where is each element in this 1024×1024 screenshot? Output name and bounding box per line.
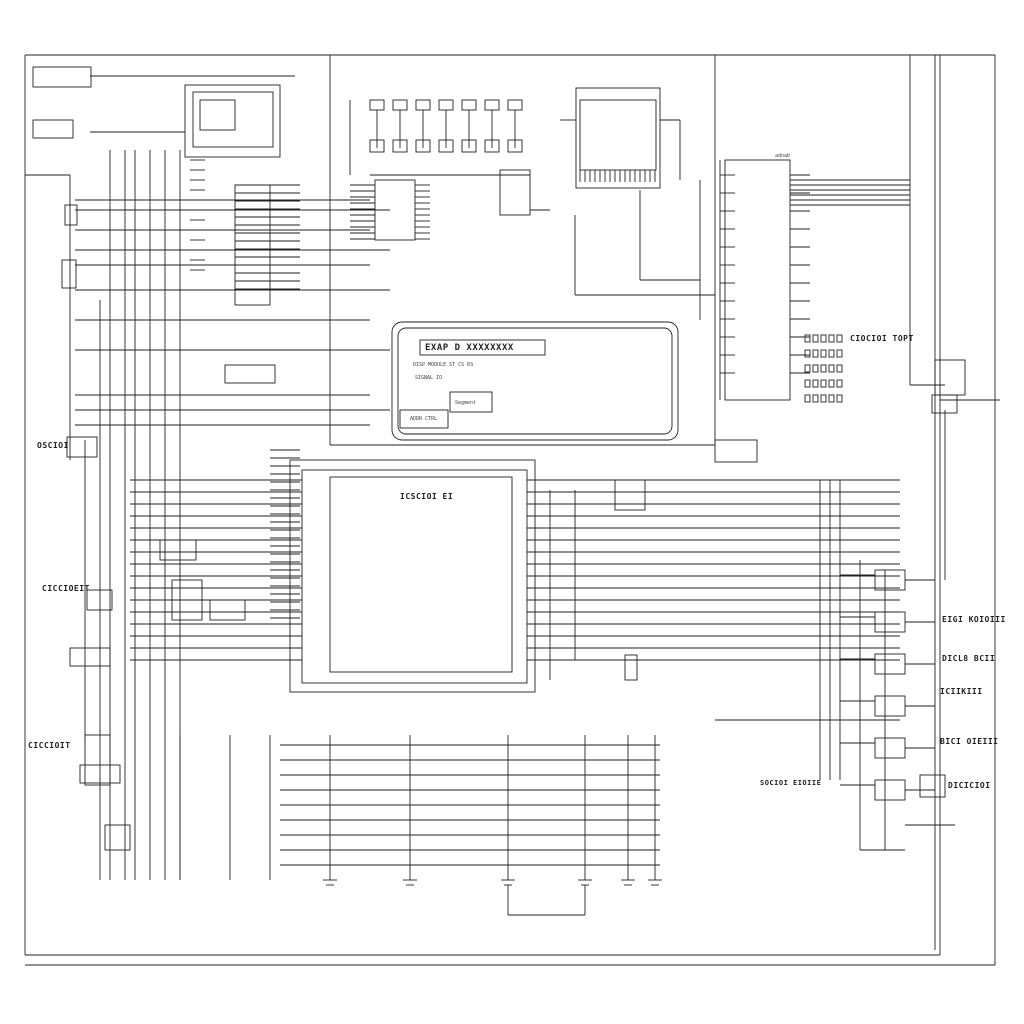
led (812, 334, 819, 343)
center-chip-label: ICSCIOI EI (400, 492, 454, 501)
component (624, 654, 638, 681)
connector (61, 259, 77, 289)
transistor (392, 139, 408, 153)
lcd-outline (391, 321, 679, 441)
right-label-4: BICI OIEIII (940, 737, 999, 746)
led (836, 364, 843, 373)
bottom-right-label: SOCIOI EIOIIE (760, 779, 822, 787)
led (820, 364, 827, 373)
left-label-1: OSCIOI (37, 441, 69, 450)
chip-package (575, 87, 661, 189)
connector (159, 539, 197, 561)
transistor (415, 139, 431, 153)
logic-gate (874, 653, 906, 675)
logic-gate (874, 569, 906, 591)
led (820, 334, 827, 343)
led (804, 394, 811, 403)
top-right-label: adnab (775, 153, 791, 159)
logic-gate (874, 695, 906, 717)
connector (931, 394, 958, 414)
ic (104, 824, 131, 851)
label-box (224, 364, 276, 384)
logic-gate (874, 779, 906, 801)
lcd-segment-box (449, 391, 493, 413)
mcu-inner (329, 476, 513, 673)
driver-label (369, 99, 385, 111)
right-label-3: ICIIKIII (940, 687, 983, 696)
logic-gate (874, 737, 906, 759)
led (812, 349, 819, 358)
lcd-line1-label: DISP MODULE ST CS RS (413, 362, 474, 368)
led (820, 349, 827, 358)
led (812, 379, 819, 388)
led (804, 349, 811, 358)
led (820, 379, 827, 388)
logic-gate (874, 611, 906, 633)
transistor (438, 139, 454, 153)
chip-inner (579, 99, 657, 171)
right-label-2: DICL8 BCII (942, 654, 996, 663)
led (812, 364, 819, 373)
connector (69, 647, 111, 667)
resistor (64, 204, 78, 226)
ic (199, 99, 236, 131)
led (828, 334, 835, 343)
driver-label (484, 99, 500, 111)
module-box (184, 84, 281, 158)
led (828, 364, 835, 373)
led (820, 394, 827, 403)
led (804, 379, 811, 388)
led (812, 394, 819, 403)
connector-box (32, 119, 74, 139)
lcd-header-label: EXAP D XXXXXXXX (425, 343, 514, 353)
ic-column (724, 159, 791, 401)
driver-label (415, 99, 431, 111)
connector (79, 764, 121, 784)
lcd-line2-label: SIGNAL IO (415, 375, 443, 381)
connector (934, 359, 966, 396)
led (836, 349, 843, 358)
connector (919, 774, 946, 798)
connector (714, 439, 758, 463)
driver-label (392, 99, 408, 111)
led (804, 364, 811, 373)
right-label-5: DICICIOI (948, 781, 991, 790)
mcu-outline (301, 469, 528, 684)
left-label-2: CICCIOEIT (42, 584, 90, 593)
led (836, 334, 843, 343)
led (836, 379, 843, 388)
lcd-header-box (419, 339, 546, 356)
connector (66, 436, 98, 458)
connector (86, 589, 113, 611)
transistor (507, 139, 523, 153)
left-label-3: CICCIOIT (28, 741, 71, 750)
ic-header (234, 184, 271, 306)
lcd-footer-label: ADDR CTRL (410, 416, 438, 422)
transistor (484, 139, 500, 153)
led (828, 394, 835, 403)
transistor (461, 139, 477, 153)
transistor (369, 139, 385, 153)
ic (499, 169, 531, 216)
lcd-inner (397, 327, 673, 435)
ic (171, 579, 203, 621)
component (614, 479, 646, 511)
lcd-box-label: Segment (455, 400, 477, 406)
component (209, 599, 246, 621)
led (828, 349, 835, 358)
right-label-1: EIGI KOIOIII (942, 615, 1006, 624)
led (836, 394, 843, 403)
led (828, 379, 835, 388)
driver-label (438, 99, 454, 111)
right-ic-label: CIOCIOI TOPT (850, 334, 914, 343)
driver-label (507, 99, 523, 111)
connector-box (32, 66, 92, 88)
module-inner (192, 91, 274, 148)
driver-label (461, 99, 477, 111)
led (804, 334, 811, 343)
lcd-footer-box (399, 409, 449, 429)
connector (84, 734, 111, 786)
